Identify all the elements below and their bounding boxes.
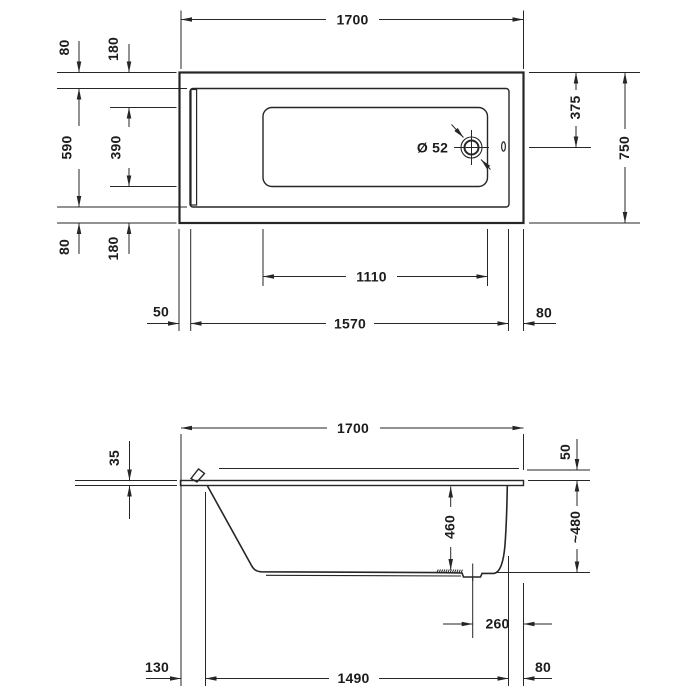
drain-outer-circle <box>460 136 483 159</box>
drain-symbol: Ø 52 <box>417 124 491 170</box>
dim-plan-floor-offset-bottom: 180 <box>105 237 121 261</box>
tub-inner-rim <box>189 87 510 208</box>
plan-view: Ø 52 17 <box>56 10 640 332</box>
dim-side-rim-step-height: 50 <box>557 444 573 460</box>
dim-side-overall-length: 1700 <box>337 420 369 436</box>
dim-side-skirt-offset-left: 130 <box>145 659 169 675</box>
basin-section-profile <box>206 485 509 578</box>
dim-side-rim-thickness: 35 <box>106 450 122 466</box>
plan-dimension-labels: 1700 80 180 590 390 80 180 375 750 1110 … <box>56 12 632 332</box>
overflow-slot <box>501 141 507 152</box>
plan-dimension-lines <box>76 17 628 326</box>
backrest-edge-profile <box>189 468 206 483</box>
side-tub-body <box>179 467 525 581</box>
dim-side-overall-height: ~480 <box>567 511 583 543</box>
dim-side-drain-offset: 260 <box>486 616 510 632</box>
tub-bottom-outer-line <box>265 574 462 577</box>
drain-hatch-ticks <box>436 569 463 573</box>
rim-slab-profile <box>179 479 525 487</box>
drain-leader-top <box>451 124 464 138</box>
dim-plan-rim-offset-right: 80 <box>536 305 552 321</box>
drain-crosshair <box>454 130 489 165</box>
drain-leader-bottom <box>480 159 491 170</box>
dim-plan-rim-offset-left: 50 <box>153 304 169 320</box>
dim-side-basin-length-bottom: 1490 <box>338 670 370 686</box>
side-view: 1700 35 50 460 ~480 260 130 1490 80 <box>75 420 590 686</box>
backrest-bar <box>190 88 198 206</box>
dim-plan-floor-width: 390 <box>108 136 124 160</box>
drain-diameter-label: Ø 52 <box>417 140 448 156</box>
dim-plan-rim-offset-top: 80 <box>56 40 72 56</box>
dim-plan-floor-length: 1110 <box>356 269 386 285</box>
tub-floor-outline <box>262 106 489 188</box>
dim-side-skirt-offset-right: 80 <box>535 659 551 675</box>
dim-plan-inner-width: 590 <box>59 136 75 160</box>
dim-plan-overall-width: 750 <box>616 136 632 160</box>
plan-extension-lines <box>57 10 640 331</box>
dim-plan-rim-offset-bottom: 80 <box>56 239 72 255</box>
tub-outer-rim <box>178 71 525 225</box>
side-dimension-labels: 1700 35 50 460 ~480 260 130 1490 80 <box>106 420 583 686</box>
dim-side-inner-depth: 460 <box>442 515 458 539</box>
dim-plan-overall-length: 1700 <box>337 12 369 28</box>
side-dimension-lines <box>127 425 580 681</box>
drain-inner-circle <box>463 139 480 156</box>
side-extension-lines <box>75 434 590 686</box>
dim-plan-inner-length: 1570 <box>334 316 366 332</box>
dim-plan-drain-offset: 375 <box>567 96 583 120</box>
dim-plan-floor-offset-top: 180 <box>105 37 121 61</box>
